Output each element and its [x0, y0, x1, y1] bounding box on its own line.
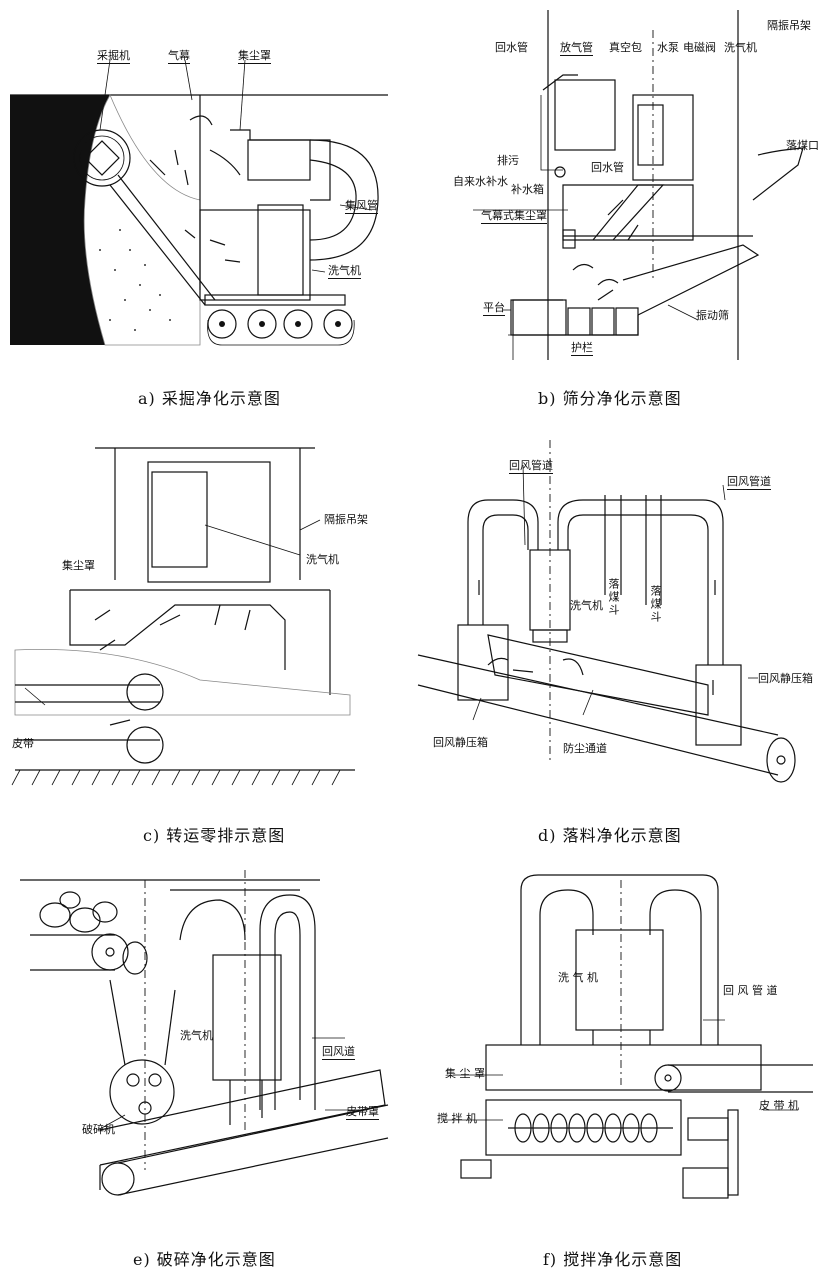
label-drain: 排污: [497, 154, 519, 167]
falling-diagram: [417, 440, 796, 783]
label-vent-pipe: 放气管: [560, 41, 593, 56]
label-e-scrubber: 洗气机: [180, 1029, 213, 1042]
label-return-pipe: 回水管: [495, 41, 528, 54]
label-dust-hood: 集尘罩: [238, 49, 271, 64]
label-platform: 平台: [483, 301, 505, 316]
label-e-crusher: 破碎机: [82, 1123, 115, 1136]
label-f-return-duct: 回 风 管 道: [723, 984, 778, 997]
label-isolation-hanger: 隔振吊架: [767, 19, 811, 32]
label-solenoid: 电磁阀: [683, 41, 716, 54]
label-vibrating-screen: 振动筛: [696, 309, 729, 322]
caption-a: a) 采掘净化示意图: [138, 389, 281, 408]
label-curtain-hood: 气幕式集尘罩: [481, 209, 547, 224]
label-f-scrubber: 洗 气 机: [558, 971, 598, 984]
panel-e-crushing: 回风道 洗气机 皮带罩 破碎机 e) 破碎净化示意图: [0, 860, 413, 1287]
transfer-diagram: [11, 447, 355, 786]
caption-c: c) 转运零排示意图: [143, 826, 286, 845]
panel-c-transfer: 隔振吊架 洗气机 集尘罩 皮带 c) 转运零排示意图: [0, 430, 413, 850]
mining-diagram: [10, 59, 388, 346]
panel-d-falling: 回风管道 回风管道 洗气机 落煤斗 落煤斗 回风静压箱 回风静压箱 防尘通道 d…: [413, 430, 826, 850]
label-air-curtain: 气幕: [168, 49, 190, 64]
label-b-scrubber: 洗气机: [724, 41, 757, 54]
label-tap-water: 自来水补水: [453, 175, 508, 188]
label-e-belt-cover: 皮带罩: [346, 1105, 379, 1120]
label-d-static-box-right: 回风静压箱: [758, 672, 813, 685]
label-d-return-duct-right: 回风管道: [727, 475, 771, 490]
label-c-belt: 皮带: [12, 737, 34, 750]
caption-e: e) 破碎净化示意图: [133, 1250, 276, 1269]
caption-d: d) 落料净化示意图: [538, 826, 682, 845]
caption-b: b) 筛分净化示意图: [538, 389, 682, 408]
label-f-mixer: 搅 拌 机: [437, 1112, 477, 1125]
label-coal-drop: 落煤口: [786, 139, 819, 152]
panel-f-mixing: 回 风 管 道 洗 气 机 集 尘 罩 皮 带 机 搅 拌 机 f) 搅拌净化示…: [413, 860, 826, 1287]
label-d-chute-1: 落煤斗: [607, 578, 620, 617]
label-scrubber: 洗气机: [328, 264, 361, 279]
label-d-chute-2: 落煤斗: [649, 585, 662, 624]
screening-diagram: [473, 10, 804, 360]
label-miner: 采掘机: [97, 49, 130, 64]
mixing-diagram: [443, 874, 813, 1199]
label-e-return-duct: 回风道: [322, 1045, 355, 1060]
panel-b-screening: 回水管 放气管 真空包 水泵 电磁阀 洗气机 隔振吊架 落煤口 排污 自来水补水…: [413, 0, 826, 420]
label-c-isolation-hanger: 隔振吊架: [324, 513, 368, 526]
label-f-belt-machine: 皮 带 机: [759, 1099, 799, 1112]
panel-a-mining: 采掘机 气幕 集尘罩 集风管 洗气机 a) 采掘净化示意图: [0, 0, 413, 420]
label-pump: 水泵: [657, 41, 679, 54]
label-air-duct: 集风管: [345, 199, 378, 214]
label-c-dust-hood: 集尘罩: [62, 559, 95, 572]
label-return-pipe-2: 回水管: [591, 161, 624, 174]
label-c-scrubber: 洗气机: [306, 553, 339, 566]
label-d-scrubber: 洗气机: [570, 599, 603, 612]
caption-f: f) 搅拌净化示意图: [543, 1250, 683, 1269]
label-d-return-duct-left: 回风管道: [509, 459, 553, 474]
crushing-diagram: [20, 870, 389, 1196]
label-makeup-tank: 补水箱: [511, 183, 544, 196]
label-d-static-box-left: 回风静压箱: [433, 736, 488, 749]
label-guardrail: 护栏: [571, 341, 593, 356]
label-d-dust-channel: 防尘通道: [563, 742, 607, 755]
label-vacuum-tank: 真空包: [609, 41, 642, 54]
label-f-dust-hood: 集 尘 罩: [445, 1067, 485, 1080]
